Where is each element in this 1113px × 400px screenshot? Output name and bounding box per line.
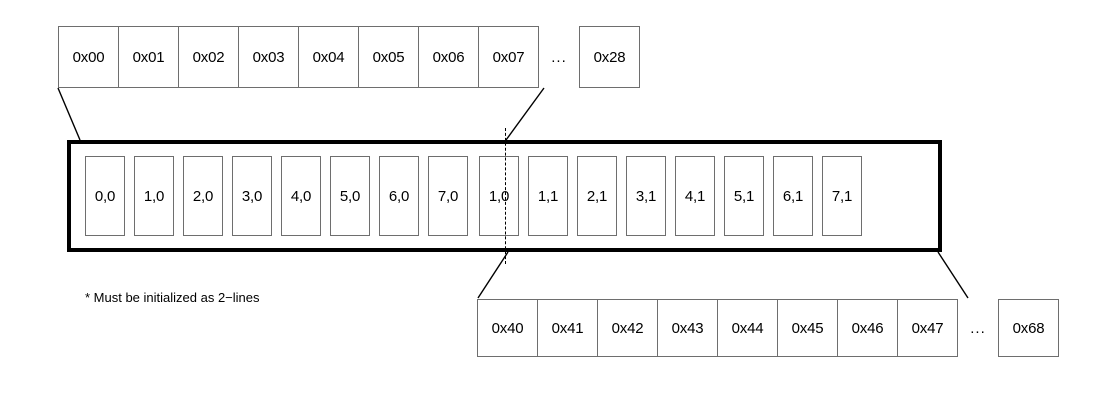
word-cell: 0,0 bbox=[85, 156, 125, 236]
memory-line-box: 0,0 1,0 2,0 3,0 4,0 5,0 6,0 7,0 1,0 1,1 … bbox=[67, 140, 942, 252]
bottom-address-cell: 0x42 bbox=[597, 299, 658, 357]
top-address-cell: 0x00 bbox=[58, 26, 119, 88]
bottom-address-cell: 0x43 bbox=[657, 299, 718, 357]
top-address-cell: 0x03 bbox=[238, 26, 299, 88]
word-cell: 4,1 bbox=[675, 156, 715, 236]
word-cell: 3,1 bbox=[626, 156, 666, 236]
word-cell: 6,0 bbox=[379, 156, 419, 236]
word-cell: 7,0 bbox=[428, 156, 468, 236]
top-address-cell: 0x06 bbox=[418, 26, 479, 88]
top-address-tail-cell: 0x28 bbox=[579, 26, 640, 88]
bottom-address-tail-cell: 0x68 bbox=[998, 299, 1059, 357]
top-address-cell: 0x07 bbox=[478, 26, 539, 88]
top-address-row: 0x00 0x01 0x02 0x03 0x04 0x05 0x06 0x07 … bbox=[58, 26, 640, 88]
word-cell: 5,0 bbox=[330, 156, 370, 236]
footnote-text: * Must be initialized as 2−lines bbox=[85, 290, 260, 305]
word-cell: 1,0 bbox=[479, 156, 519, 236]
top-row-ellipsis: ... bbox=[551, 48, 567, 66]
top-address-cell: 0x05 bbox=[358, 26, 419, 88]
bottom-row-ellipsis: ... bbox=[970, 319, 986, 337]
memory-line-words: 0,0 1,0 2,0 3,0 4,0 5,0 6,0 7,0 1,0 1,1 … bbox=[71, 144, 938, 248]
word-cell: 5,1 bbox=[724, 156, 764, 236]
connector-bottom-left bbox=[477, 251, 509, 299]
bottom-address-cell: 0x44 bbox=[717, 299, 778, 357]
word-cell: 4,0 bbox=[281, 156, 321, 236]
bottom-address-cell: 0x47 bbox=[897, 299, 958, 357]
connector-bottom-right bbox=[937, 251, 969, 299]
line-half-divider bbox=[505, 128, 506, 264]
top-address-cell: 0x01 bbox=[118, 26, 179, 88]
connector-top-right bbox=[505, 87, 545, 141]
word-cell: 6,1 bbox=[773, 156, 813, 236]
bottom-address-row: 0x40 0x41 0x42 0x43 0x44 0x45 0x46 0x47 … bbox=[477, 299, 1059, 357]
top-address-cell: 0x02 bbox=[178, 26, 239, 88]
bottom-address-cell: 0x46 bbox=[837, 299, 898, 357]
word-cell: 2,1 bbox=[577, 156, 617, 236]
word-cell: 2,0 bbox=[183, 156, 223, 236]
word-cell: 7,1 bbox=[822, 156, 862, 236]
top-address-cell: 0x04 bbox=[298, 26, 359, 88]
word-cell: 1,0 bbox=[134, 156, 174, 236]
bottom-address-cell: 0x40 bbox=[477, 299, 538, 357]
bottom-address-cell: 0x45 bbox=[777, 299, 838, 357]
connector-top-left bbox=[57, 87, 81, 141]
word-cell: 3,0 bbox=[232, 156, 272, 236]
bottom-address-cell: 0x41 bbox=[537, 299, 598, 357]
word-cell: 1,1 bbox=[528, 156, 568, 236]
